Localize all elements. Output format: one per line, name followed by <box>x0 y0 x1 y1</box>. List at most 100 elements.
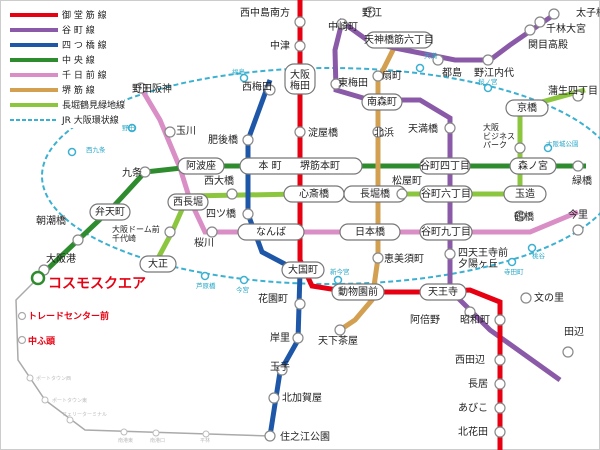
station-nodahanshin[interactable] <box>135 82 147 94</box>
label-taisho: 大正 <box>148 257 168 270</box>
station-kishinosato[interactable] <box>292 332 304 344</box>
station-nishiumeda[interactable] <box>264 84 276 96</box>
station-miyakojima[interactable] <box>432 54 444 66</box>
station-box-morinomiya[interactable] <box>509 157 557 175</box>
station-asashiobashi[interactable] <box>72 234 84 246</box>
label-shinsaibashi: 心斎橋 <box>299 187 329 200</box>
station-nagai[interactable] <box>494 378 506 390</box>
station-hanazonocho[interactable] <box>294 298 306 310</box>
newtram-label-b: ポートタウン東 <box>52 397 87 404</box>
station-box-tanimachi9[interactable] <box>419 223 473 241</box>
label-tamatsukuri: 玉造 <box>515 187 535 200</box>
jr-label-imamiya: 今宮 <box>236 285 249 294</box>
station-kitahama[interactable] <box>372 126 384 138</box>
jr-station-nishikujo[interactable] <box>67 147 77 157</box>
newtram-label-c: フェリーターミナル <box>62 411 107 418</box>
station-box-bentencho[interactable] <box>89 203 131 221</box>
station-suminoekoen[interactable] <box>264 430 276 442</box>
jr-station-shinimamiya[interactable] <box>333 275 343 285</box>
station-sakuragawa[interactable] <box>206 226 218 238</box>
station-noeuchindai[interactable] <box>482 54 494 66</box>
station-nakazakicho[interactable] <box>336 18 348 30</box>
station-ogimachi[interactable] <box>372 70 384 82</box>
label-miyakojima: 都島 <box>442 66 462 79</box>
station-osakabiz[interactable] <box>514 142 526 154</box>
station-yodoyabashi[interactable] <box>294 126 306 138</box>
station-box-umeda[interactable] <box>284 63 316 95</box>
station-gamo4[interactable] <box>572 90 584 102</box>
label-midoribashi: 緑橋 <box>572 174 592 187</box>
station-imazato[interactable] <box>572 224 584 236</box>
jr-station-teradacho[interactable] <box>507 257 517 267</box>
station-box-nipponbashi[interactable] <box>339 223 401 241</box>
newtram-station-f[interactable] <box>202 430 210 438</box>
station-box-tanimachi4[interactable] <box>419 157 471 175</box>
station-nishitanabe[interactable] <box>494 354 506 366</box>
station-sembayashi[interactable] <box>534 16 546 28</box>
station-showacho[interactable] <box>494 314 506 326</box>
label-kujo: 九条 <box>122 166 142 179</box>
jr-station-noda[interactable] <box>127 123 137 133</box>
station-kitahanada[interactable] <box>494 426 506 438</box>
station-box-taisho[interactable] <box>139 255 177 273</box>
station-shitennoji[interactable] <box>444 248 456 260</box>
station-abiko[interactable] <box>494 402 506 414</box>
jr-station-ashiharabashi[interactable] <box>200 271 210 281</box>
station-kitakagaya[interactable] <box>268 392 280 404</box>
station-box-tanimachi6[interactable] <box>419 185 473 203</box>
jr-station-temma[interactable] <box>415 63 425 73</box>
station-box-kyobashi[interactable] <box>505 99 549 117</box>
label-ogimachi: 扇町 <box>382 69 402 82</box>
station-matsuyamachi[interactable] <box>396 188 408 200</box>
jr-station-sakuranomiya[interactable] <box>483 83 493 93</box>
station-midoribashi[interactable] <box>572 160 584 172</box>
station-kujo[interactable] <box>139 166 151 178</box>
station-domemae[interactable] <box>164 226 176 238</box>
station-box-hommachi-sakaisujihommachi[interactable] <box>239 157 363 175</box>
station-temmabashi[interactable] <box>444 122 456 134</box>
station-higashiumeda[interactable] <box>330 78 342 90</box>
station-noe[interactable] <box>364 6 376 18</box>
station-box-dobutsuen[interactable] <box>331 283 385 301</box>
station-trade[interactable] <box>17 311 27 321</box>
station-labels: 西中島南方 中津 大阪梅田 淀屋橋 本 町 心斎橋 なんば 大国町 動物園前 天… <box>28 6 600 443</box>
station-tamagawa[interactable] <box>164 126 176 138</box>
station-higobashi[interactable] <box>242 134 254 146</box>
station-ebisucho[interactable] <box>372 252 384 264</box>
newtram-station-d[interactable] <box>120 428 128 436</box>
station-abeno[interactable] <box>464 306 476 318</box>
station-box-tennoji[interactable] <box>419 283 467 301</box>
station-tengachaya[interactable] <box>334 324 346 336</box>
newtram-station-c[interactable] <box>66 416 74 424</box>
station-box-awaza[interactable] <box>177 157 225 175</box>
station-nishiohashi[interactable] <box>226 188 238 200</box>
station-box-nishinagahori[interactable] <box>167 193 209 211</box>
station-sekime[interactable] <box>524 24 536 36</box>
station-box-minamimorimachi[interactable] <box>361 93 403 111</box>
station-nakafuto[interactable] <box>17 335 27 345</box>
jr-station-osakajokoen[interactable] <box>543 143 553 153</box>
station-yotsubashi[interactable] <box>242 208 254 220</box>
station-nakatsu[interactable] <box>294 40 306 52</box>
station-box-tenjimbashi[interactable] <box>365 31 433 49</box>
jr-station-momodani[interactable] <box>527 243 537 253</box>
station-fuminosato[interactable] <box>520 292 532 304</box>
label-tamade: 玉手 <box>270 360 290 373</box>
label-nipponbashi: 日本橋 <box>355 225 385 238</box>
station-box-daikokucho[interactable] <box>281 261 325 279</box>
station-tanabe[interactable] <box>562 346 574 358</box>
station-nishinakajima[interactable] <box>294 16 306 28</box>
jr-station-imamiya[interactable] <box>239 275 249 285</box>
station-taishi[interactable] <box>548 8 560 20</box>
station-box-tamatsukuri[interactable] <box>503 185 547 203</box>
station-cosmo[interactable] <box>30 270 46 286</box>
station-box-namba[interactable] <box>237 223 305 241</box>
label-nishiumeda: 西梅田 <box>242 80 272 93</box>
newtram-station-a[interactable] <box>26 374 34 382</box>
newtram-station-b[interactable] <box>41 396 49 404</box>
station-tamade[interactable] <box>276 364 288 376</box>
station-tsuruhashi[interactable] <box>514 210 526 222</box>
jr-station-fukushima[interactable] <box>239 73 249 83</box>
newtram-station-e[interactable] <box>152 429 160 437</box>
